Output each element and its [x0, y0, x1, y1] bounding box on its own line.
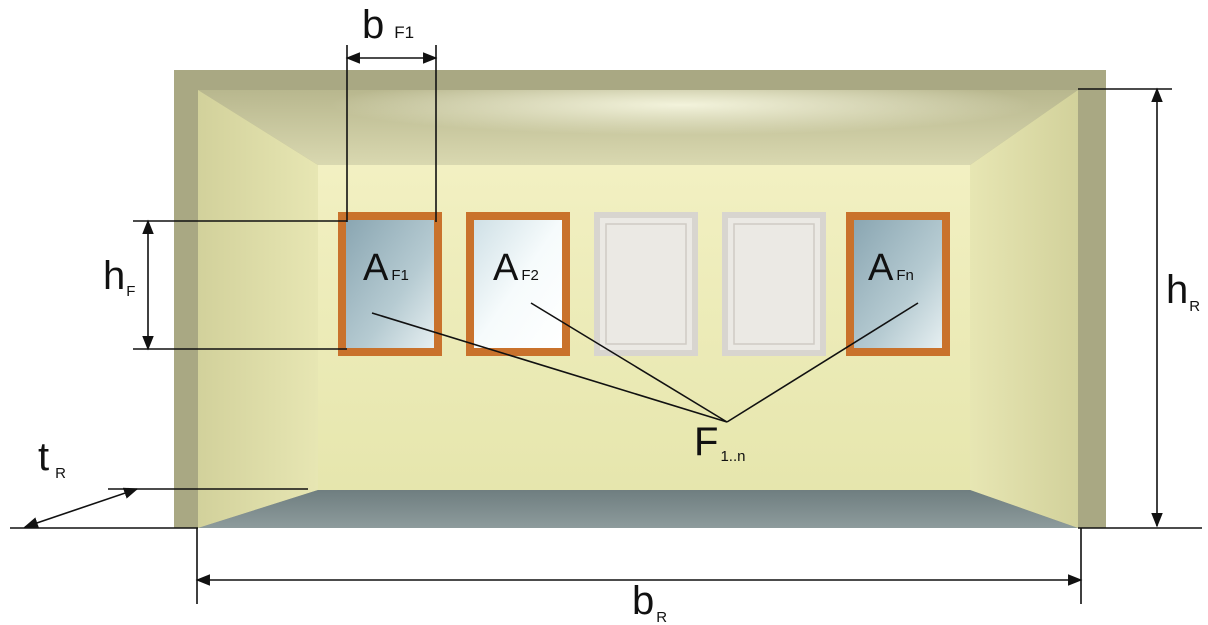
window-glass — [728, 218, 820, 350]
f-leader-1 — [371, 312, 728, 423]
label-b-f1-main: b — [362, 3, 384, 47]
floor — [198, 490, 1078, 528]
window-glass — [346, 220, 434, 348]
window-a-f2 — [466, 212, 570, 356]
ceiling-light — [198, 90, 1078, 165]
window-3-faded — [594, 212, 698, 356]
label-h-r-main: h — [1166, 268, 1188, 312]
label-f-1-n-main: F — [694, 420, 718, 464]
window-glass — [474, 220, 562, 348]
window-inner-border — [605, 223, 687, 345]
label-a-f1-main: A — [363, 247, 389, 289]
label-t-r-main: t — [38, 435, 49, 479]
window-4-faded — [722, 212, 826, 356]
label-b-r-sub: R — [656, 609, 667, 625]
label-a-f2-sub: F2 — [521, 267, 539, 284]
label-a-f1-sub: F1 — [391, 267, 409, 284]
window-a-f1 — [338, 212, 442, 356]
label-a-fn-sub: Fn — [896, 267, 914, 284]
label-b-f1-sub: F1 — [394, 23, 414, 42]
window-glass — [854, 220, 942, 348]
label-h-f-sub: F — [126, 283, 135, 300]
window-a-fn — [846, 212, 950, 356]
label-b-f1: b F1 — [362, 3, 414, 47]
window-inner-border — [733, 223, 815, 345]
left-wall — [198, 90, 318, 528]
label-h-f: hF — [103, 254, 135, 300]
label-a-f2-main: A — [493, 247, 519, 289]
label-a-fn-main: A — [868, 247, 894, 289]
label-h-r: hR — [1166, 268, 1200, 315]
label-f-1-n-sub: 1..n — [720, 448, 745, 465]
windows — [338, 212, 950, 356]
label-b-r-main: b — [632, 579, 654, 623]
label-h-f-main: h — [103, 254, 125, 298]
f-leader-n — [726, 302, 919, 423]
label-t-r-sub: R — [55, 465, 66, 482]
t-r-arrow — [23, 487, 139, 529]
window-glass — [600, 218, 692, 350]
f-leader-2 — [530, 302, 728, 423]
dimension-lines — [10, 45, 1202, 604]
label-h-r-sub: R — [1189, 298, 1200, 315]
right-wall — [970, 90, 1078, 528]
